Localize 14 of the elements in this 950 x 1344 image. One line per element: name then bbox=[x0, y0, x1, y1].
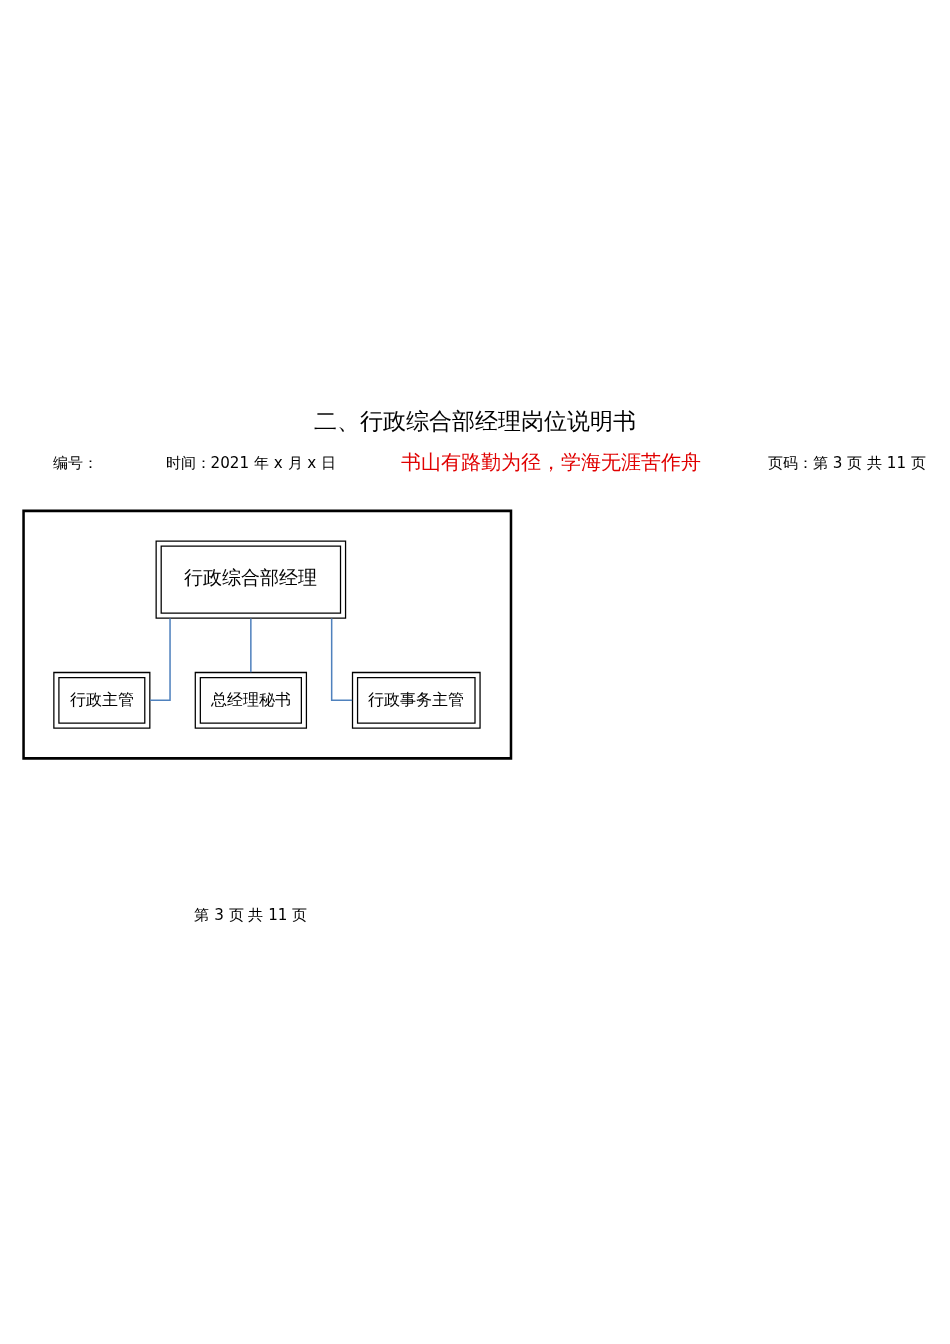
node-box: 总经理秘书 bbox=[194, 671, 308, 729]
diagram-title: 二、行政综合部经理岗位说明书 bbox=[314, 407, 636, 434]
node-box: 行政事务主管 bbox=[351, 671, 481, 729]
cluster bbox=[22, 509, 513, 760]
label: 页码：第 3 页 共 11 页 bbox=[767, 453, 926, 472]
connector bbox=[330, 617, 353, 701]
node-box: 行政主管 bbox=[53, 671, 151, 729]
label: 时间：2021 年 x 月 x 日 bbox=[165, 453, 337, 472]
node-box: 行政综合部经理 bbox=[155, 540, 347, 619]
connector bbox=[250, 617, 252, 673]
label: 第 3 页 共 11 页 bbox=[194, 905, 308, 924]
connector bbox=[149, 617, 171, 701]
label: 编号： bbox=[52, 453, 98, 472]
label: 书山有路勤为径，学海无涯苦作舟 bbox=[401, 449, 702, 474]
